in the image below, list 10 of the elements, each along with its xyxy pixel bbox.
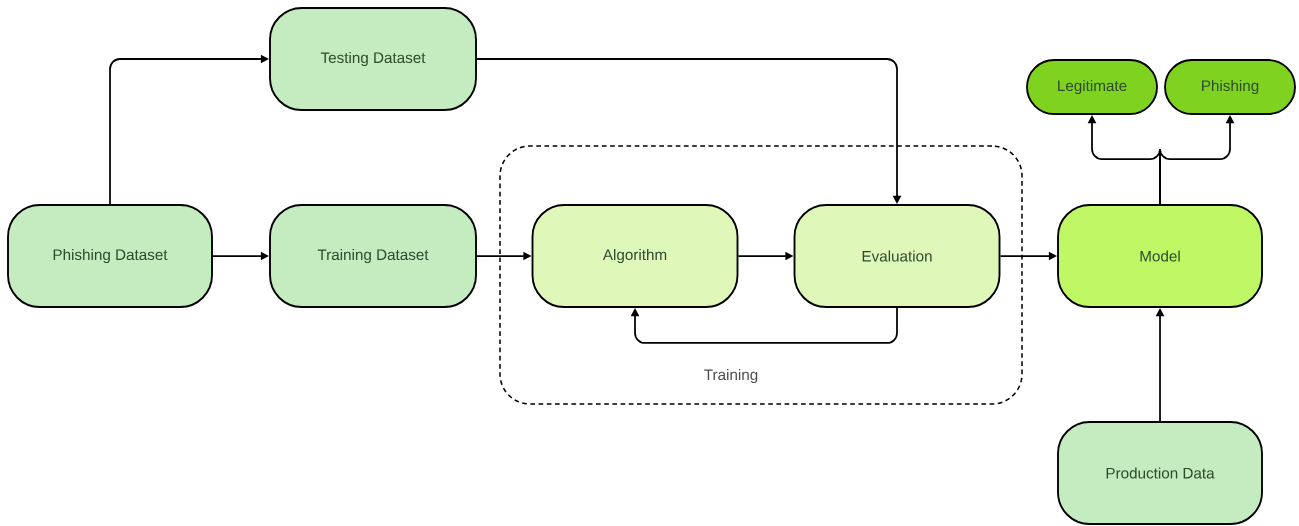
arrow (630, 307, 898, 344)
process-box: Algorithm (531, 204, 739, 308)
process-box: Evaluation (793, 204, 1001, 308)
result-box: Legitimate (1026, 59, 1158, 115)
process-box: Training Dataset (269, 204, 477, 308)
process-box: Phishing Dataset (7, 204, 213, 308)
process-box: Production Data (1057, 421, 1263, 525)
process-box: Model (1057, 204, 1263, 308)
result-box: Phishing (1164, 59, 1296, 115)
process-box: Testing Dataset (269, 7, 477, 111)
